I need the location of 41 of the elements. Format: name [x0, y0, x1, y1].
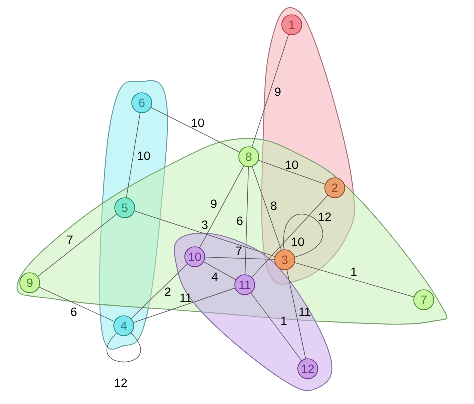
edge-line: [37, 213, 118, 278]
edge-line: [134, 210, 276, 258]
edge-label: 1: [352, 268, 357, 276]
edge-label: 11: [300, 308, 311, 316]
edge-line: [252, 34, 290, 148]
edge-label: 10: [192, 118, 204, 128]
edge-label: 8: [271, 202, 277, 210]
edge-label: 3: [202, 220, 208, 230]
edge-label: 9: [211, 200, 217, 208]
edge-label: 9: [275, 88, 281, 96]
edge-line: [250, 292, 303, 362]
edge-line: [294, 262, 416, 298]
edge-line: [150, 106, 241, 154]
edge-line: [106, 332, 142, 363]
group-region: [174, 232, 333, 392]
edge-line: [252, 165, 282, 252]
edge-line: [130, 263, 189, 320]
edge-line: [132, 288, 236, 324]
edge-label: 10: [138, 152, 150, 160]
edge-line: [126, 112, 141, 200]
edge-line: [202, 261, 238, 281]
edge-line: [204, 256, 276, 260]
edge-line: [257, 160, 327, 186]
edge-line: [244, 166, 250, 276]
edge-label: 6: [71, 308, 77, 316]
edge-label: 12: [115, 378, 128, 388]
edge-label: 1: [282, 316, 287, 326]
edge-line: [251, 194, 329, 278]
edge-line: [38, 286, 116, 322]
edge-label: 7: [236, 246, 242, 256]
edge-line: [199, 164, 245, 250]
edge-line: [284, 214, 324, 258]
edge-label: 6: [237, 216, 243, 226]
edge-label: 11: [180, 294, 192, 302]
edge-label: 10: [286, 160, 298, 170]
edge-label: 7: [67, 236, 73, 244]
edge-label: 10: [292, 238, 304, 246]
edge-label: 2: [165, 288, 171, 296]
edge-label: 12: [319, 212, 332, 222]
edge-line: [286, 268, 306, 360]
edge-label: 4: [212, 272, 218, 282]
